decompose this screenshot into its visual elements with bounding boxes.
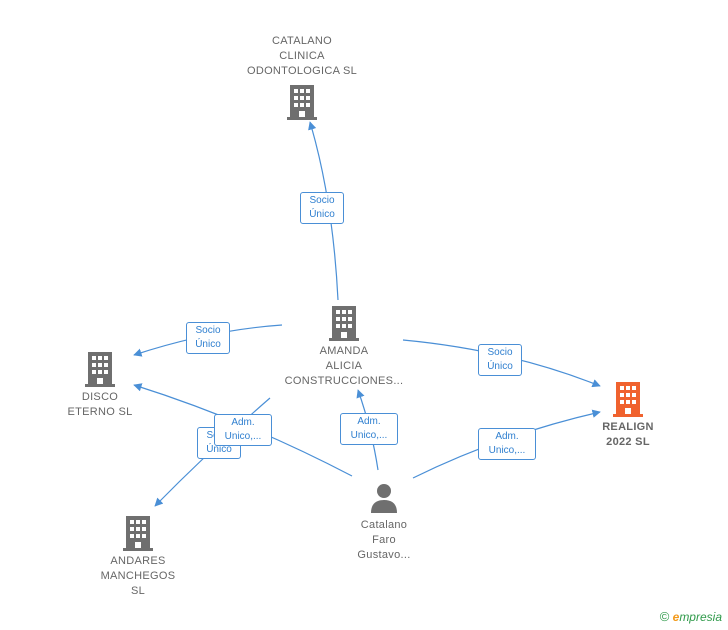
label-line: ETERNO SL bbox=[67, 406, 133, 418]
badge-line: Socio bbox=[195, 325, 221, 336]
label-line: Catalano bbox=[360, 519, 408, 531]
label-line: CATALANO bbox=[271, 35, 333, 47]
badge-line: Único bbox=[309, 209, 335, 220]
node-label: DISCO ETERNO SL bbox=[50, 390, 150, 420]
label-line: Gustavo... bbox=[357, 549, 411, 561]
building-icon bbox=[329, 306, 359, 341]
label-line: ODONTOLOGICA SL bbox=[246, 65, 358, 77]
node-disco-eterno[interactable]: DISCO ETERNO SL bbox=[50, 350, 150, 420]
badge-line: Unico,... bbox=[224, 431, 262, 442]
label-line: AMANDA bbox=[319, 345, 369, 357]
label-line: ALICIA bbox=[325, 360, 363, 372]
label-line: MANCHEGOS bbox=[100, 570, 176, 582]
node-label: ANDARES MANCHEGOS SL bbox=[86, 554, 190, 599]
person-icon bbox=[371, 484, 397, 513]
badge-line: Adm. bbox=[357, 416, 381, 427]
edge-label-amanda-to-disco[interactable]: Socio Único bbox=[186, 322, 230, 354]
copyright-symbol: © bbox=[659, 609, 670, 624]
badge-line: Socio bbox=[309, 195, 335, 206]
edge-label-person-to-realign[interactable]: Adm. Unico,... bbox=[478, 428, 536, 460]
label-line: CONSTRUCCIONES... bbox=[284, 375, 404, 387]
edge-label-amanda-to-clinica[interactable]: Socio Único bbox=[300, 192, 344, 224]
node-label: Catalano Faro Gustavo... bbox=[336, 518, 432, 563]
node-catalano-clinica-odontologica[interactable]: CATALANO CLINICA ODONTOLOGICA SL bbox=[232, 34, 372, 121]
brand-initial: e bbox=[672, 610, 680, 624]
badge-line: Socio bbox=[487, 347, 513, 358]
brand-name: mpresia bbox=[679, 610, 722, 624]
node-realign-2022[interactable]: REALIGN 2022 SL bbox=[580, 380, 676, 450]
building-icon bbox=[85, 352, 115, 387]
node-catalano-faro-gustavo[interactable]: Catalano Faro Gustavo... bbox=[336, 482, 432, 563]
empresia-watermark: © empresia bbox=[660, 609, 722, 624]
building-icon bbox=[123, 516, 153, 551]
label-line: DISCO bbox=[81, 391, 119, 403]
badge-line: Único bbox=[487, 361, 513, 372]
node-label: CATALANO CLINICA ODONTOLOGICA SL bbox=[232, 34, 372, 79]
label-line: Faro bbox=[372, 534, 396, 546]
building-icon bbox=[287, 85, 317, 120]
badge-line: Adm. bbox=[495, 431, 519, 442]
label-line: ANDARES bbox=[110, 555, 166, 567]
label-line: 2022 SL bbox=[606, 436, 650, 448]
badge-line: Adm. bbox=[231, 417, 255, 428]
label-line: REALIGN bbox=[602, 421, 654, 433]
badge-line: Unico,... bbox=[350, 430, 388, 441]
edge-label-person-to-amanda[interactable]: Adm. Unico,... bbox=[340, 413, 398, 445]
node-amanda-alicia-construcciones[interactable]: AMANDA ALICIA CONSTRUCCIONES... bbox=[272, 304, 416, 389]
edge-label-person-to-disco[interactable]: Adm. Unico,... bbox=[214, 414, 272, 446]
building-icon bbox=[613, 382, 643, 417]
node-andares-manchegos[interactable]: ANDARES MANCHEGOS SL bbox=[86, 514, 190, 599]
label-line: CLINICA bbox=[279, 50, 325, 62]
badge-line: Único bbox=[206, 444, 232, 455]
badge-line: Único bbox=[195, 339, 221, 350]
badge-line: Unico,... bbox=[488, 445, 526, 456]
edge-label-amanda-to-realign[interactable]: Socio Único bbox=[478, 344, 522, 376]
node-label: AMANDA ALICIA CONSTRUCCIONES... bbox=[272, 344, 416, 389]
label-line: SL bbox=[130, 585, 146, 597]
node-label: REALIGN 2022 SL bbox=[580, 420, 676, 450]
